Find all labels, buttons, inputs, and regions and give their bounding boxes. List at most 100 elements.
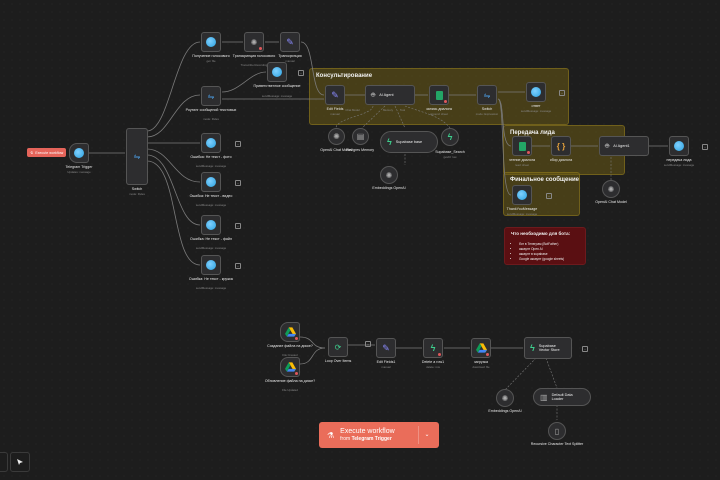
- node-label: Switch: [131, 187, 143, 191]
- node-label: ThankYouMessage: [506, 207, 538, 211]
- node-label: ответ: [531, 104, 541, 108]
- node-send-lead[interactable]: [669, 136, 689, 156]
- node-get-voice[interactable]: [201, 32, 221, 52]
- add-node-button[interactable]: +: [559, 90, 565, 96]
- switch-icon: ⇋: [483, 90, 491, 100]
- add-node-button[interactable]: +: [582, 346, 588, 352]
- node-collect-dialog[interactable]: { }: [551, 136, 571, 156]
- node-label: Supabase Vector Store: [538, 344, 560, 352]
- node-subtitle: mode: Rules: [129, 192, 145, 196]
- telegram-icon: [206, 220, 216, 230]
- sticky-title: Что необходимо для бота:: [511, 231, 571, 236]
- add-node-button[interactable]: +: [298, 70, 304, 76]
- node-embeddings-openai-1[interactable]: ✺: [380, 166, 398, 184]
- node-supabase-search[interactable]: ϟ: [441, 128, 459, 146]
- node-label: Ошибка: Не текст - кружок: [188, 277, 234, 281]
- node-subtitle: mode: Expression: [475, 112, 499, 116]
- node-switch-main[interactable]: ⇋: [126, 128, 148, 185]
- node-supabase-base[interactable]: ϟ Supabase base: [380, 131, 438, 153]
- flask-icon: ⚗: [30, 150, 34, 155]
- node-label: OpenAI Chat Model: [320, 148, 352, 152]
- switch-icon: ⇋: [207, 91, 215, 101]
- node-ai-agent1[interactable]: 🤖︎ AI Agent1: [599, 136, 649, 156]
- node-openai-chat-model-1[interactable]: ✺: [602, 180, 620, 198]
- node-embeddings-openai-2[interactable]: ✺: [496, 389, 514, 407]
- node-error-video[interactable]: [201, 172, 221, 192]
- warning-icon: [295, 372, 298, 375]
- node-subtitle: manual: [381, 365, 391, 369]
- node-label: Приветственное сообщение: [253, 84, 301, 88]
- edge: [146, 94, 201, 138]
- port-label: Memory: [382, 108, 394, 112]
- supabase-icon: ϟ: [387, 137, 392, 147]
- node-answer[interactable]: [526, 82, 546, 102]
- node-telegram-trigger[interactable]: [69, 143, 89, 163]
- openai-icon: ✺: [333, 132, 340, 141]
- node-thank-you[interactable]: [512, 185, 532, 205]
- node-edit-fields1[interactable]: ✎: [376, 338, 396, 358]
- node-transcribe-voice[interactable]: ✺: [244, 32, 264, 52]
- node-save-dialog[interactable]: [429, 85, 449, 105]
- telegram-icon: [517, 190, 527, 200]
- node-download[interactable]: [471, 338, 491, 358]
- add-node-button[interactable]: +: [546, 193, 552, 199]
- add-node-button[interactable]: +: [235, 263, 241, 269]
- node-file-created[interactable]: [280, 322, 300, 342]
- node-postgres-memory[interactable]: ▤: [352, 128, 369, 145]
- add-node-button[interactable]: +: [235, 180, 241, 186]
- node-label: Ошибка: Не текст - файл: [190, 237, 232, 241]
- node-subtitle: getAll: row: [443, 155, 457, 159]
- node-error-file[interactable]: [201, 215, 221, 235]
- telegram-icon: [206, 138, 216, 148]
- add-node-button[interactable]: +: [365, 341, 371, 347]
- supabase-icon: ϟ: [430, 343, 436, 353]
- node-loop-items[interactable]: ⟳: [328, 337, 348, 357]
- node-switch-consult[interactable]: ⇋: [477, 85, 497, 105]
- node-welcome-message[interactable]: [267, 62, 287, 82]
- node-label: Delete a row1: [421, 360, 445, 364]
- cursor-icon: [17, 459, 23, 465]
- node-ai-agent[interactable]: 🤖︎ AI Agent: [365, 85, 415, 105]
- node-label: Supabase base: [395, 140, 423, 144]
- splitter-icon: ▯: [554, 426, 560, 436]
- node-subtitle: download: file: [472, 365, 490, 369]
- node-label: Роутинг сообщений текстовых: [185, 108, 237, 112]
- node-subtitle: File Created: [282, 353, 298, 357]
- node-label: Loop Over Items: [324, 359, 352, 363]
- node-subtitle: Transcribe Recording: [240, 63, 268, 67]
- node-file-updated[interactable]: [280, 357, 300, 377]
- add-node-button[interactable]: +: [235, 141, 241, 147]
- node-default-data-loader[interactable]: ▥ Default Data Loader: [533, 388, 591, 406]
- pencil-icon: ✎: [382, 342, 390, 353]
- pointer-tool-button[interactable]: [10, 452, 30, 472]
- panel-toggle-button[interactable]: [0, 452, 8, 472]
- node-label: Ошибка: Не текст - видео: [189, 194, 233, 198]
- node-error-videonote[interactable]: [201, 255, 221, 275]
- node-read-dialog[interactable]: [512, 136, 532, 156]
- telegram-icon: [272, 67, 282, 77]
- add-node-button[interactable]: +: [702, 144, 708, 150]
- code-icon: { }: [556, 141, 566, 151]
- node-router-text[interactable]: ⇋: [201, 86, 221, 106]
- node-supabase-vector-store[interactable]: ϟ Supabase Vector Store: [524, 337, 572, 359]
- node-delete-row[interactable]: ϟ: [423, 338, 443, 358]
- warning-icon: [527, 151, 530, 154]
- warning-icon: [486, 353, 489, 356]
- sticky-requirements[interactable]: Что необходимо для бота: бот в Телеграм …: [504, 227, 586, 265]
- openai-icon: ✺: [385, 170, 393, 180]
- node-openai-chat-model[interactable]: ✺: [328, 128, 345, 145]
- node-edit-fields[interactable]: ✎: [325, 85, 345, 105]
- execute-trigger-tag[interactable]: ⚗ Execute workflow: [27, 148, 66, 157]
- node-transcription[interactable]: ✎: [280, 32, 300, 52]
- add-node-button[interactable]: +: [235, 223, 241, 229]
- chevron-down-icon[interactable]: ⌄: [418, 426, 435, 444]
- flask-icon: ⚗: [327, 430, 335, 440]
- node-label: Edit Fields: [326, 107, 344, 111]
- execute-workflow-button[interactable]: ⚗ Execute workflow from Telegram Trigger…: [319, 422, 439, 448]
- node-label: Recursive Character Text Splitter: [530, 442, 584, 446]
- node-text-splitter[interactable]: ▯: [548, 422, 566, 440]
- node-error-photo[interactable]: [201, 133, 221, 153]
- node-label: Switch: [481, 107, 493, 111]
- requirement-item: бот в Телеграм (BotFather): [519, 242, 564, 247]
